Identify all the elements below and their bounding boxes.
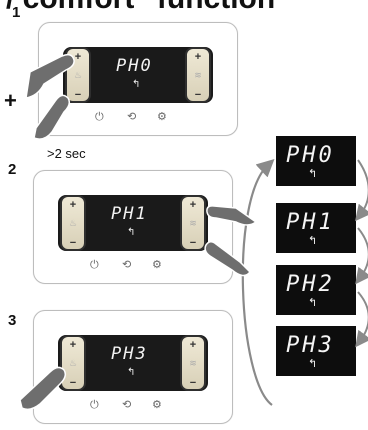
cycle-code: PH2 — [286, 272, 335, 297]
power-icon[interactable]: ⏻ — [90, 258, 99, 271]
cycle-arrow-0-1 — [355, 159, 368, 222]
right-rocker-button[interactable]: + ≋ − — [185, 47, 211, 103]
reset-icon[interactable]: ⟲ — [122, 258, 132, 271]
reset-icon[interactable]: ⟲ — [122, 398, 132, 411]
finger-press-minus — [19, 366, 67, 411]
cycle-arrow-2-3 — [355, 291, 368, 348]
control-panel-step-2: + ♨ − PH1 ↰ + ≋ − ⏻ ⟲ ⚙ — [33, 170, 233, 284]
tap-icon: ↰ — [127, 227, 136, 238]
settings-icon[interactable]: ⚙ — [157, 110, 167, 123]
plus-label: + — [189, 199, 197, 211]
reset-icon[interactable]: ⟲ — [127, 110, 137, 123]
cycle-display-ph2: PH2 ↰ — [276, 265, 356, 315]
cycle-display-ph0: PH0 ↰ — [276, 136, 356, 186]
plus-label: + — [74, 51, 82, 63]
plus-label: + — [69, 339, 77, 351]
finger-press-minus — [204, 241, 251, 277]
right-rocker-button[interactable]: + ≋ − — [180, 335, 206, 391]
heating-icon: ♨ — [73, 70, 83, 80]
minus-label: − — [194, 89, 202, 101]
power-icon[interactable]: ⏻ — [95, 110, 104, 123]
hold-duration-label: >2 sec — [47, 146, 86, 161]
display-code: PH0 — [116, 56, 153, 76]
tap-icon: ↰ — [308, 297, 318, 309]
heating-icon: ♨ — [68, 358, 78, 368]
hot-water-icon: ≋ — [189, 218, 197, 228]
minus-label: − — [189, 377, 197, 389]
tap-icon: ↰ — [308, 168, 318, 180]
cycle-code: PH0 — [286, 143, 335, 168]
control-panel-step-1: + ♨ − PH0 ↰ + ≋ − ⏻ ⟲ ⚙ — [38, 22, 238, 136]
cycle-code: PH3 — [286, 333, 335, 358]
tap-icon: ↰ — [127, 367, 136, 378]
settings-icon[interactable]: ⚙ — [152, 258, 162, 271]
minus-label: − — [74, 89, 82, 101]
finger-press-plus — [25, 53, 75, 99]
step-number-2: 2 — [8, 161, 17, 178]
display-code: PH3 — [111, 344, 148, 364]
cycle-arrow-1-2 — [355, 227, 368, 285]
left-rocker-button[interactable]: + ♨ − — [60, 195, 86, 251]
minus-label: − — [69, 377, 77, 389]
settings-icon[interactable]: ⚙ — [152, 398, 162, 411]
cycle-display-ph1: PH1 ↰ — [276, 203, 356, 253]
power-icon[interactable]: ⏻ — [90, 398, 99, 411]
hot-water-icon: ≋ — [189, 358, 197, 368]
plus-label: + — [194, 51, 202, 63]
step-number-1: 1 — [12, 4, 21, 21]
tap-icon: ↰ — [308, 235, 318, 247]
hot-water-icon: ≋ — [194, 70, 202, 80]
left-rocker-button[interactable]: + ♨ − — [60, 335, 86, 391]
page-title: / comfort" function — [6, 0, 275, 16]
display-code: PH1 — [111, 204, 148, 224]
tap-icon: ↰ — [308, 358, 318, 370]
finger-press-plus — [206, 205, 258, 226]
display-screen: + ♨ − PH1 ↰ + ≋ − — [58, 195, 208, 251]
minus-label: − — [189, 237, 197, 249]
tap-icon: ↰ — [132, 79, 141, 90]
finger-press-minus — [33, 94, 71, 140]
cycle-code: PH1 — [286, 210, 335, 235]
cycle-display-ph3: PH3 ↰ — [276, 326, 356, 376]
control-panel-step-3: + ♨ − PH3 ↰ + ≋ − ⏻ ⟲ ⚙ — [33, 310, 233, 424]
combo-plus-sign: + — [4, 88, 17, 113]
minus-label: − — [69, 237, 77, 249]
plus-label: + — [189, 339, 197, 351]
display-screen: + ♨ − PH3 ↰ + ≋ − — [58, 335, 208, 391]
right-rocker-button[interactable]: + ≋ − — [180, 195, 206, 251]
cycle-return-arrow — [241, 159, 275, 406]
heating-icon: ♨ — [68, 218, 78, 228]
plus-label: + — [69, 199, 77, 211]
step-number-3: 3 — [8, 312, 17, 329]
